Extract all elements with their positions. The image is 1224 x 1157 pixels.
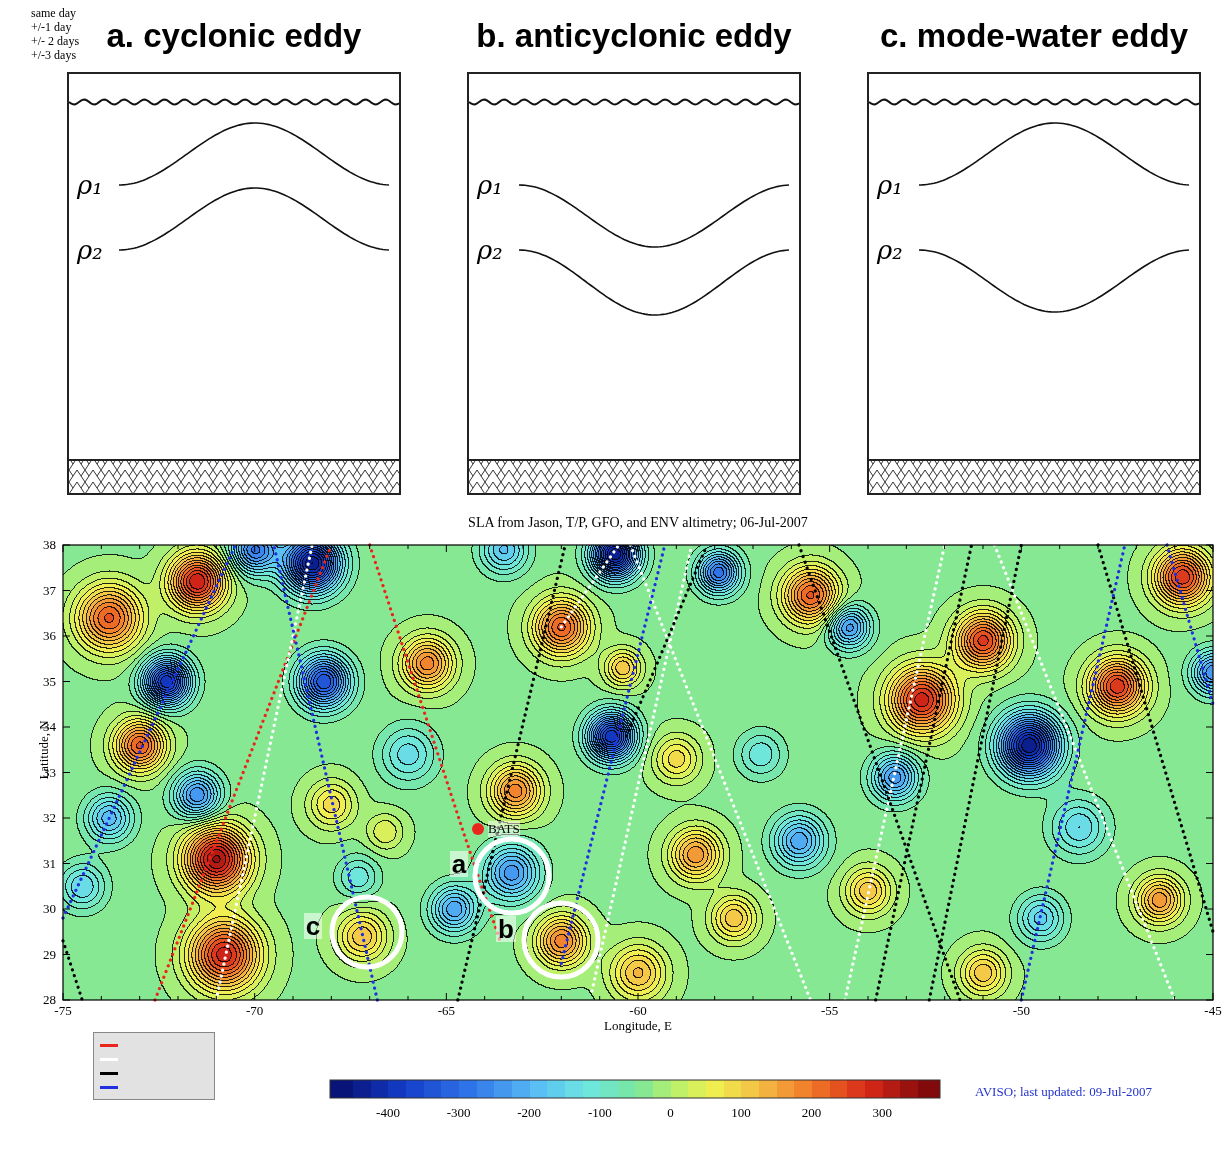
axis-title: Latitude, N bbox=[36, 721, 52, 780]
sea-surface bbox=[469, 100, 799, 105]
lon-tick: -65 bbox=[438, 1003, 455, 1019]
satellite-track bbox=[155, 545, 331, 1000]
density-label: ρ₂ bbox=[877, 235, 903, 265]
lon-tick: -45 bbox=[1204, 1003, 1221, 1019]
satellite-track bbox=[592, 545, 692, 991]
isopycnal bbox=[119, 123, 389, 185]
sea-floor bbox=[69, 460, 399, 493]
lon-tick: -50 bbox=[1013, 1003, 1030, 1019]
lat-tick: 38 bbox=[43, 537, 56, 553]
colorbar-frame bbox=[330, 1080, 940, 1098]
density-label: ρ₂ bbox=[77, 235, 103, 265]
isopycnal bbox=[519, 185, 789, 247]
colorbar-tick: 0 bbox=[667, 1105, 674, 1121]
lat-tick: 35 bbox=[43, 674, 56, 690]
satellite-track bbox=[561, 545, 619, 627]
density-label: ρ₁ bbox=[477, 170, 503, 200]
density-label: ρ₁ bbox=[77, 170, 103, 200]
colorbar-tick: 200 bbox=[802, 1105, 822, 1121]
eddy-circle bbox=[524, 903, 598, 977]
axis-title: Longitude, E bbox=[604, 1018, 672, 1034]
eddy-letter: a bbox=[450, 851, 468, 877]
map-frame bbox=[63, 545, 1213, 1000]
lon-tick: -75 bbox=[54, 1003, 71, 1019]
lat-tick: 37 bbox=[43, 583, 56, 599]
satellite-track bbox=[216, 545, 312, 1000]
density-label: ρ₁ bbox=[877, 170, 903, 200]
colorbar-tick: 100 bbox=[731, 1105, 751, 1121]
isopycnal bbox=[119, 188, 389, 250]
satellite-track bbox=[561, 545, 665, 964]
lat-tick: 30 bbox=[43, 901, 56, 917]
satellite-track bbox=[458, 545, 565, 1000]
satellite-track bbox=[845, 545, 945, 1000]
sea-floor bbox=[869, 460, 1199, 493]
lat-tick: 28 bbox=[43, 992, 56, 1008]
legend-swatch bbox=[100, 1072, 118, 1075]
eddy-section bbox=[869, 74, 1199, 493]
satellite-track bbox=[63, 545, 236, 918]
colorbar-tick: -200 bbox=[517, 1105, 541, 1121]
satellite-track bbox=[995, 545, 1175, 1000]
satellite-track bbox=[274, 545, 378, 1000]
eddy-panel: c. mode-water eddyρ₁ρ₂ bbox=[867, 72, 1201, 495]
eddy-circle bbox=[475, 839, 549, 913]
satellite-track bbox=[1167, 545, 1213, 704]
legend-swatch bbox=[100, 1086, 118, 1089]
colorbar-tick: -100 bbox=[588, 1105, 612, 1121]
eddy-section bbox=[69, 74, 399, 493]
lon-tick: -60 bbox=[629, 1003, 646, 1019]
lon-tick: -55 bbox=[821, 1003, 838, 1019]
station-label: BATS bbox=[488, 821, 520, 837]
lat-tick: 36 bbox=[43, 628, 56, 644]
bats-station bbox=[472, 823, 484, 835]
colorbar-tick: 300 bbox=[872, 1105, 892, 1121]
satellite-track bbox=[1021, 545, 1125, 1000]
lon-tick: -70 bbox=[246, 1003, 263, 1019]
panel-title: a. cyclonic eddy bbox=[107, 17, 362, 55]
satellite-track bbox=[627, 545, 708, 736]
legend-swatch bbox=[100, 1044, 118, 1047]
legend-text: +/-3 days bbox=[31, 48, 76, 63]
lat-tick: 32 bbox=[43, 810, 56, 826]
legend-swatch bbox=[100, 1058, 118, 1061]
colorbar-tick: -300 bbox=[447, 1105, 471, 1121]
eddy-circle bbox=[332, 897, 402, 967]
lat-tick: 31 bbox=[43, 856, 56, 872]
eddy-panel: a. cyclonic eddyρ₁ρ₂ bbox=[67, 72, 401, 495]
credit-note: AVISO; last updated: 09-Jul-2007 bbox=[975, 1084, 1152, 1100]
sea-floor bbox=[469, 460, 799, 493]
satellite-track bbox=[630, 545, 810, 1000]
map-title: SLA from Jason, T/P, GFO, and ENV altime… bbox=[468, 515, 808, 531]
legend-text: +/-1 day bbox=[31, 20, 71, 35]
legend-box: same day+/-1 day+/- 2 days+/-3 days bbox=[93, 1032, 215, 1100]
colorbar bbox=[330, 1080, 940, 1098]
isopycnal bbox=[519, 250, 789, 315]
eddy-letter: c bbox=[304, 913, 322, 939]
sla-map bbox=[63, 545, 1213, 1000]
satellite-track bbox=[370, 545, 500, 941]
satellite-track bbox=[876, 545, 972, 1000]
panel-title: c. mode-water eddy bbox=[880, 17, 1188, 55]
satellite-track bbox=[1098, 545, 1213, 932]
eddy-section bbox=[469, 74, 799, 493]
panel-title: b. anticyclonic eddy bbox=[476, 17, 791, 55]
sea-surface bbox=[869, 100, 1199, 105]
legend-text: +/- 2 days bbox=[31, 34, 79, 49]
colorbar-tick: -400 bbox=[376, 1105, 400, 1121]
eddy-letter: b bbox=[496, 916, 516, 942]
isopycnal bbox=[919, 123, 1189, 185]
isopycnal bbox=[919, 250, 1189, 312]
legend-text: same day bbox=[31, 6, 76, 21]
eddy-panel: b. anticyclonic eddyρ₁ρ₂ bbox=[467, 72, 801, 495]
lat-tick: 29 bbox=[43, 947, 56, 963]
density-label: ρ₂ bbox=[477, 235, 503, 265]
satellite-track bbox=[63, 941, 82, 1000]
sea-surface bbox=[69, 100, 399, 105]
satellite-track bbox=[799, 545, 960, 1000]
satellite-track bbox=[929, 545, 1021, 1000]
